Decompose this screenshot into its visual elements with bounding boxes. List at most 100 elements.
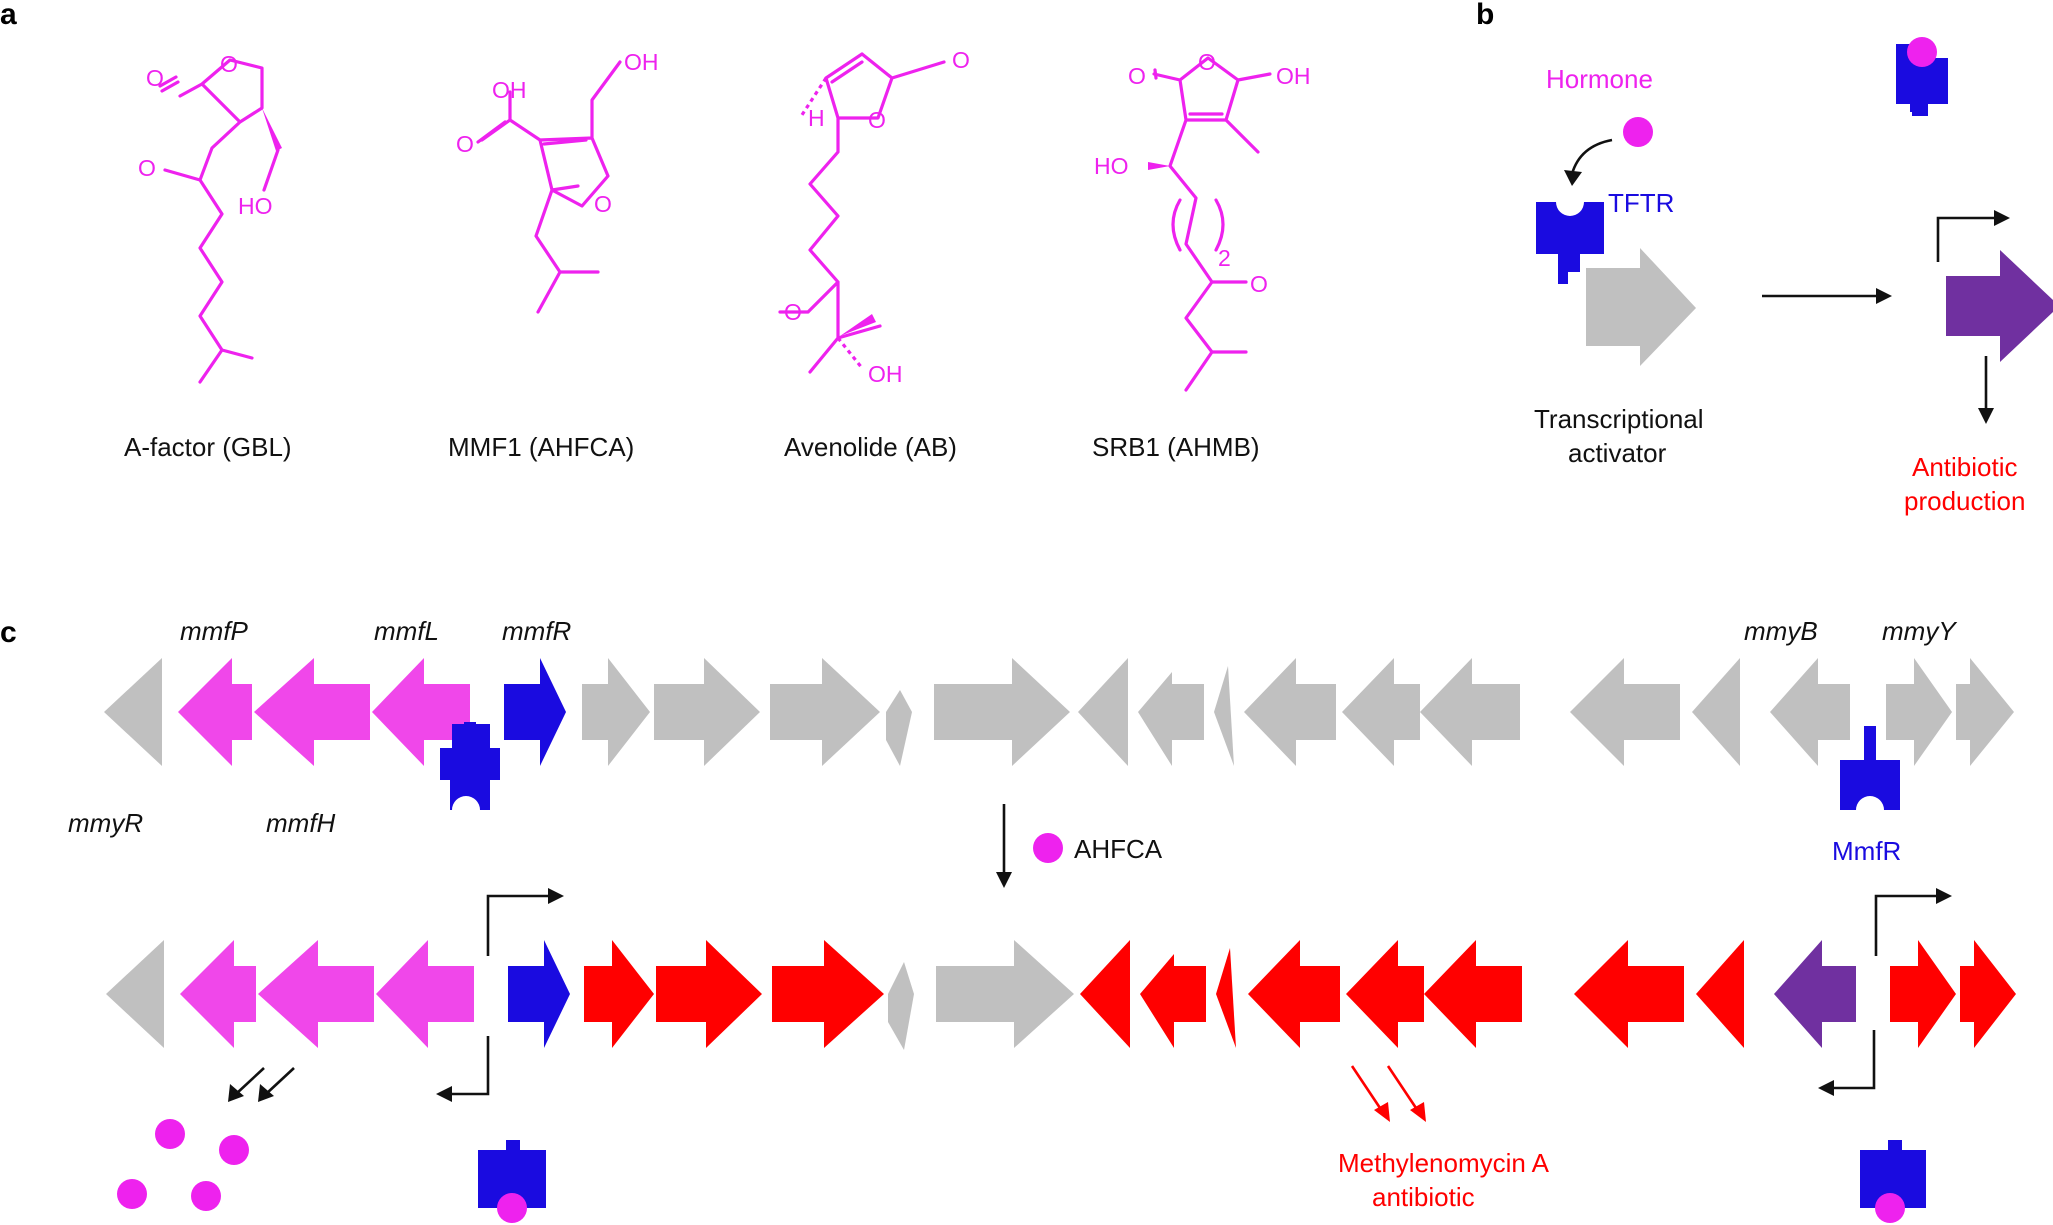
gene-arrow (1570, 658, 1680, 766)
gene-arrow-mmfH (254, 658, 370, 766)
mmf1-oh: OH (624, 49, 659, 75)
gene-arrow (888, 962, 914, 1050)
gene-arrow (934, 658, 1070, 766)
gene-arrow-mmyB-active (1774, 940, 1856, 1048)
avenolide-ring-o: O (868, 107, 886, 133)
operon-active (106, 940, 2016, 1050)
gene-arrow-mmyB (1770, 658, 1850, 766)
ahfca-molecule (1033, 833, 1063, 863)
mmfr-repressor-bound-dna (440, 748, 500, 810)
gene-arrow-mmyY-active (1890, 940, 1956, 1048)
gene-arrow (936, 940, 1074, 1048)
gene-label-mmfH: mmfH (266, 808, 336, 838)
activator-label-line2: activator (1568, 438, 1667, 468)
molecule-a-factor: O O O HO A-factor (GBL) (124, 51, 292, 462)
molecule-srb1: O O OH HO 2 O SRB1 (AHMB) (1092, 49, 1311, 462)
srb1-subscript: 2 (1218, 245, 1231, 271)
gene-arrow-mmfR (504, 658, 566, 766)
avenolide-name: Avenolide (AB) (784, 432, 957, 462)
gene-label-mmfP: mmfP (180, 616, 249, 646)
gene-arrow-red (1080, 940, 1130, 1048)
gene-arrow (1420, 658, 1520, 766)
gene-arrow (770, 658, 880, 766)
a-factor-carbonyl-o: O (146, 65, 164, 91)
mmfr-ahfca-complex-left (478, 1140, 546, 1208)
gene-arrow (1214, 666, 1234, 766)
gene-arrow-mmyY (1886, 658, 1952, 766)
avenolide-ketone-o: O (784, 299, 802, 325)
gene-arrow-red (1216, 948, 1236, 1048)
bound-ahfca (497, 1193, 527, 1223)
promoter-arrow-b (1936, 216, 1998, 262)
gene-arrow-mmfL (372, 658, 470, 766)
hormone-binding-arrowhead (1564, 170, 1582, 186)
hormone-synthesis-arrows (228, 1067, 295, 1102)
gene-label-mmfR: mmfR (502, 616, 571, 646)
hormone-binding-arrow (1570, 138, 1613, 175)
mmfr-label: MmfR (1832, 836, 1901, 866)
gene-arrow (886, 690, 912, 766)
gene-arrow-red (656, 940, 762, 1048)
a-factor-ring-o: O (220, 51, 238, 77)
gene-arrow-mmfL-active (376, 940, 474, 1048)
mmf1-ring-o: O (594, 191, 612, 217)
gene-arrow-red (1140, 954, 1206, 1048)
gene-arrow-mmfH-active (258, 940, 374, 1048)
promoter-arrow-left-reverse (448, 1036, 490, 1096)
ahfca-molecule (219, 1135, 249, 1165)
antibiotic-label-line2: production (1904, 486, 2025, 516)
gene-arrow-red (1574, 940, 1684, 1048)
gene-arrow (654, 658, 760, 766)
gene-arrow (1342, 658, 1420, 766)
tftr-receptor-shape (1536, 202, 1604, 284)
panel-letter-c: c (0, 616, 17, 649)
gene-arrow-red (772, 940, 884, 1048)
gene-arrow-red (1248, 940, 1340, 1048)
promoter-arrow-right-forward (1874, 894, 1940, 956)
hormone-label: Hormone (1546, 64, 1653, 94)
srb1-ring-o: O (1198, 49, 1216, 75)
gene-arrow (1138, 672, 1204, 766)
bound-ahfca (1875, 1193, 1905, 1223)
mmf1-name: MMF1 (AHFCA) (448, 432, 634, 462)
srb1-ketone-o: O (1250, 271, 1268, 297)
molecule-mmf1: OH O O OH MMF1 (AHFCA) (448, 49, 659, 462)
gene-arrow (582, 658, 650, 766)
molecule-avenolide: O O H O OH Avenolide (AB) (778, 47, 970, 462)
ahfca-molecule (155, 1119, 185, 1149)
gene-arrow (1078, 658, 1128, 766)
gene-arrow (1956, 658, 2014, 766)
hormone-molecule (1623, 117, 1653, 147)
tftr-bound-receptor-body (1896, 58, 1948, 116)
promoter-arrow-right-reverse (1830, 1030, 1876, 1090)
gene-label-mmyB: mmyB (1744, 616, 1818, 646)
antibiotic-label-line1: Antibiotic (1912, 452, 2018, 482)
srb1-ho: HO (1094, 153, 1129, 179)
mmfr-ahfca-complex-right (1860, 1140, 1926, 1208)
avenolide-h: H (808, 105, 825, 131)
gene-arrow-red (1960, 940, 2016, 1048)
gene-label-mmyR: mmyR (68, 808, 143, 838)
gene-arrow-red (584, 940, 654, 1048)
ahfca-molecule (191, 1181, 221, 1211)
gene-arrow-mmfR-active (508, 940, 570, 1048)
ahfca-molecule (117, 1179, 147, 1209)
process-arrowhead (1876, 288, 1892, 304)
avenolide-carbonyl-o: O (952, 47, 970, 73)
gene-arrow (106, 940, 164, 1048)
product-label-line2: antibiotic (1372, 1182, 1475, 1212)
mmf1-acid-o: O (456, 131, 474, 157)
operon-inactive (104, 658, 2014, 810)
gene-arrow-red (1424, 940, 1522, 1048)
a-factor-ho: HO (238, 193, 273, 219)
gene-arrow-red (1696, 940, 1744, 1048)
mmfr-repressor-right (1840, 726, 1900, 810)
gene-arrow-mmfP (178, 658, 252, 766)
mmf1-oh-acid: OH (492, 77, 527, 103)
gene-arrow (1692, 658, 1740, 766)
antibiotic-production-arrows (1350, 1065, 1426, 1122)
ahfca-label: AHFCA (1074, 834, 1163, 864)
gene-arrow (1244, 658, 1336, 766)
avenolide-oh: OH (868, 361, 903, 387)
